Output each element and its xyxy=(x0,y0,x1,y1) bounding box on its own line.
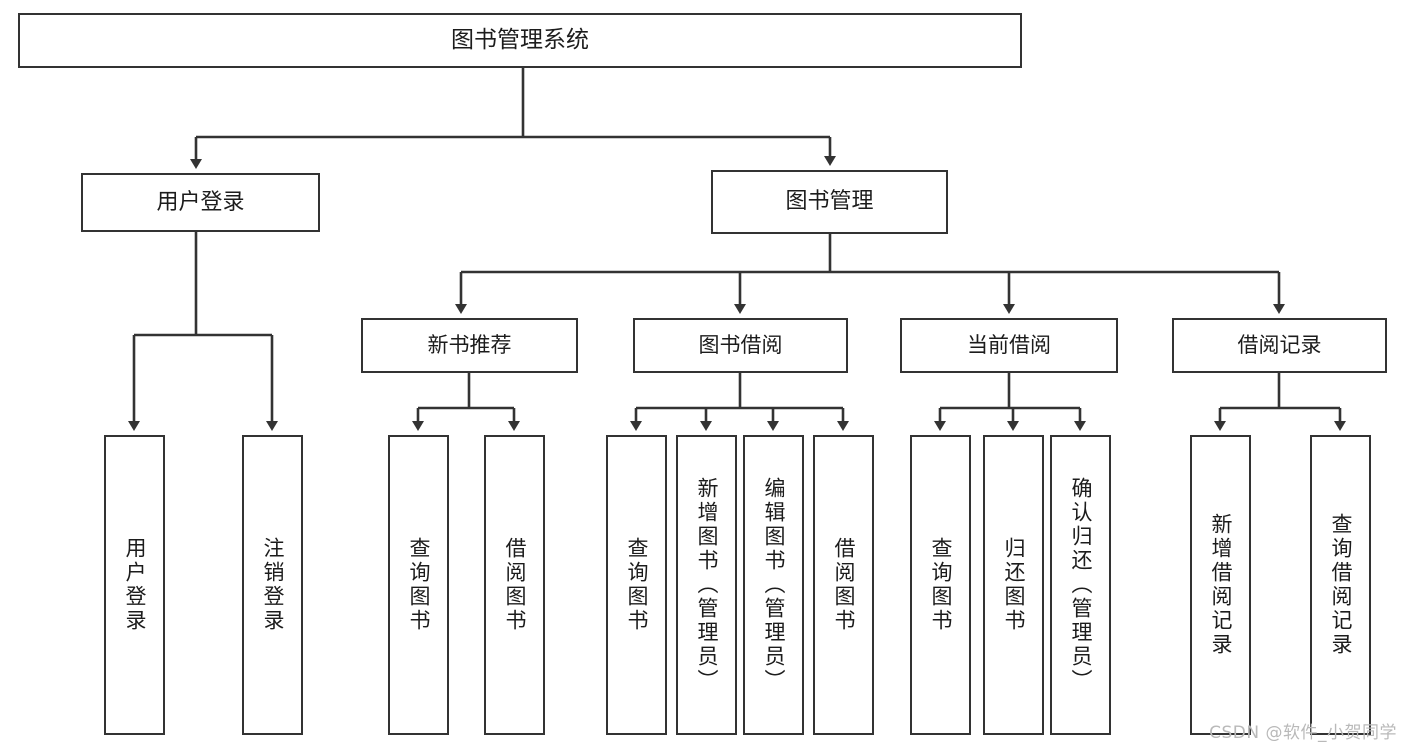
node-label: 用户登录 xyxy=(123,537,147,633)
node-leaf-user-login[interactable]: 用户登录 xyxy=(104,435,165,735)
node-label: 借阅图书 xyxy=(832,537,856,633)
node-user-login[interactable]: 用户登录 xyxy=(81,173,320,232)
node-book-manage[interactable]: 图书管理 xyxy=(711,170,948,234)
node-leaf-return-book[interactable]: 归还图书 xyxy=(983,435,1044,735)
node-label: 新书推荐 xyxy=(427,333,512,358)
node-label: 当前借阅 xyxy=(967,333,1051,358)
node-label: 借阅记录 xyxy=(1237,333,1322,358)
node-label: 图书管理系统 xyxy=(451,26,589,53)
node-label: 查询图书 xyxy=(929,537,953,633)
node-new-book-recommend[interactable]: 新书推荐 xyxy=(361,318,578,373)
node-label: 查询图书 xyxy=(625,537,649,633)
node-book-borrow[interactable]: 图书借阅 xyxy=(633,318,848,373)
node-label: 图书借阅 xyxy=(698,333,783,358)
node-leaf-add-borrow-record[interactable]: 新增借阅记录 xyxy=(1190,435,1251,735)
node-root-system[interactable]: 图书管理系统 xyxy=(18,13,1022,68)
node-label: 编辑图书（管理员） xyxy=(762,477,786,693)
node-leaf-confirm-return[interactable]: 确认归还（管理员） xyxy=(1050,435,1111,735)
node-leaf-add-book[interactable]: 新增图书（管理员） xyxy=(676,435,737,735)
node-leaf-edit-book[interactable]: 编辑图书（管理员） xyxy=(743,435,804,735)
node-leaf-query-book-current[interactable]: 查询图书 xyxy=(910,435,971,735)
node-label: 归还图书 xyxy=(1002,537,1026,633)
node-leaf-borrow-book-recommend[interactable]: 借阅图书 xyxy=(484,435,545,735)
node-current-borrow[interactable]: 当前借阅 xyxy=(900,318,1118,373)
csdn-watermark: CSDN @软件_小贺同学 xyxy=(1209,723,1397,743)
node-label: 确认归还（管理员） xyxy=(1069,477,1093,693)
node-leaf-user-logout[interactable]: 注销登录 xyxy=(242,435,303,735)
node-label: 查询借阅记录 xyxy=(1329,513,1353,657)
node-leaf-query-book-borrow[interactable]: 查询图书 xyxy=(606,435,667,735)
node-borrow-record[interactable]: 借阅记录 xyxy=(1172,318,1387,373)
node-label: 用户登录 xyxy=(156,189,245,215)
node-leaf-query-borrow-record[interactable]: 查询借阅记录 xyxy=(1310,435,1371,735)
node-label: 新增借阅记录 xyxy=(1209,513,1233,657)
node-label: 新增图书（管理员） xyxy=(695,477,719,693)
node-leaf-query-book-recommend[interactable]: 查询图书 xyxy=(388,435,449,735)
node-label: 图书管理 xyxy=(785,189,874,215)
node-leaf-borrow-book[interactable]: 借阅图书 xyxy=(813,435,874,735)
node-label: 借阅图书 xyxy=(503,537,527,633)
node-label: 查询图书 xyxy=(407,537,431,633)
node-label: 注销登录 xyxy=(261,537,285,633)
